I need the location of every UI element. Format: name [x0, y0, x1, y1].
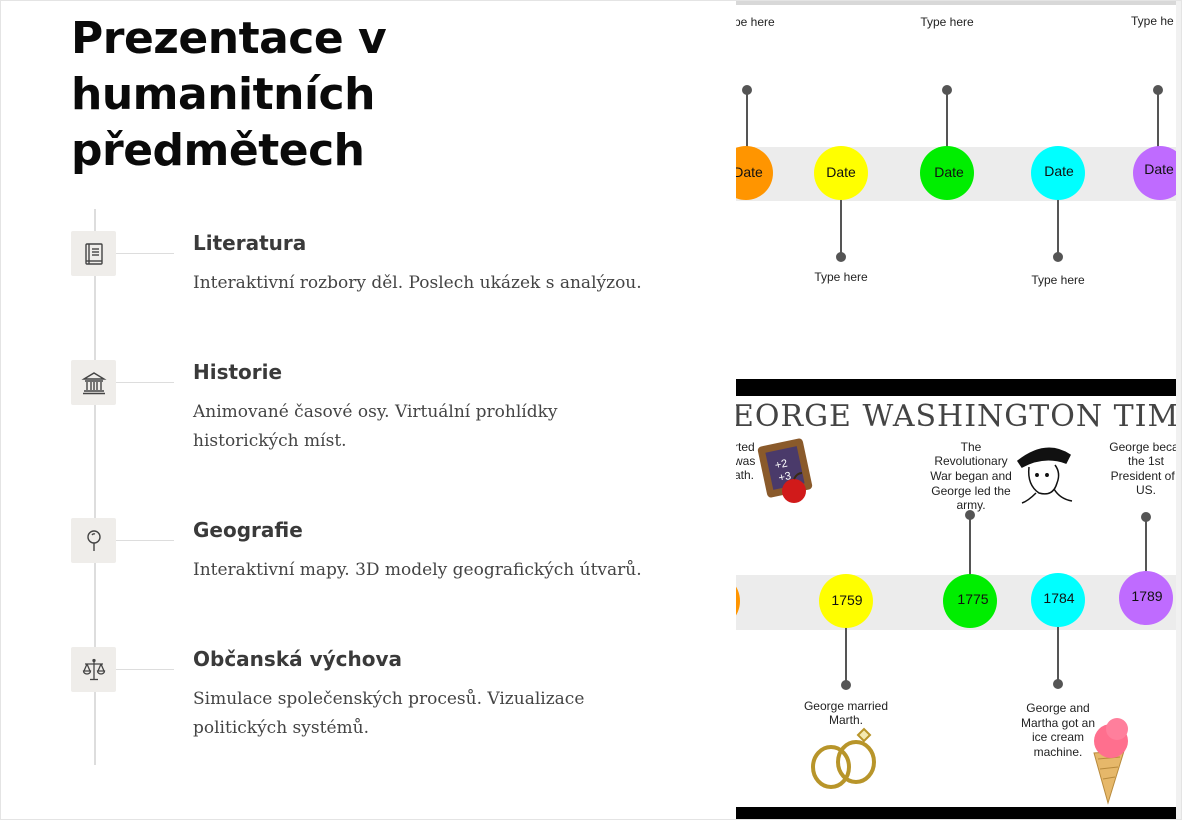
timeline-label-top: Type he	[1131, 14, 1174, 28]
subject-description: Interaktivní mapy. 3D modely geografický…	[193, 560, 642, 580]
event-text-line: the 1st	[1128, 454, 1165, 468]
timeline-label-bottom: Type here	[814, 270, 868, 284]
event-text-line: was	[736, 454, 755, 468]
event-text-line: army.	[956, 498, 985, 512]
museum-icon	[71, 360, 116, 405]
timeline-year-circle	[943, 574, 997, 628]
timeline-date-circle	[814, 146, 868, 200]
item-connector	[116, 253, 174, 254]
timeline-date-label: Date	[1044, 163, 1074, 179]
event-text-line: George becar	[1109, 440, 1176, 454]
event-text-line: President of t	[1111, 469, 1176, 483]
subject-description: Animované časové osy. Virtuální prohlídk…	[193, 402, 558, 451]
event-text-line: George and	[1026, 701, 1089, 715]
event-text-line: Revolutionary	[934, 454, 1007, 468]
event-text-line: rted	[736, 440, 755, 454]
image-top-border	[736, 379, 1176, 396]
timeline-year-circle	[1031, 573, 1085, 627]
timeline-stem-dot	[841, 680, 851, 690]
subject-title: Historie	[193, 360, 283, 384]
event-text-line: ice cream	[1032, 730, 1084, 744]
timeline-year-label: 1775	[957, 591, 988, 607]
timeline-date-label: Date	[736, 164, 763, 180]
event-text-line: The	[961, 440, 982, 454]
svg-text:+2: +2	[774, 458, 789, 472]
ice-cream-cone-icon	[1093, 718, 1128, 805]
subject-title: Geografie	[193, 518, 303, 542]
timeline-label-top: pe here	[736, 15, 775, 29]
item-connector	[116, 382, 174, 383]
map-pin-icon	[71, 518, 116, 563]
timeline-date-circle	[1133, 146, 1176, 200]
timeline-year-circle	[819, 574, 873, 628]
timeline-stem-dot	[1141, 512, 1151, 522]
event-text-line: Martha got an	[1021, 716, 1095, 730]
event-text-line: George married	[804, 699, 888, 713]
timeline-stem-dot	[1053, 252, 1063, 262]
timeline-year-label: 1784	[1043, 590, 1074, 606]
timeline-date-label: Date	[826, 164, 856, 180]
timeline-date-circle	[736, 146, 773, 200]
timeline-date-circle	[920, 146, 974, 200]
event-text-line: US.	[1136, 483, 1156, 497]
washington-heading: EORGE WASHINGTON TIMELIN	[736, 399, 1176, 434]
event-text-line: Marth.	[829, 713, 863, 727]
template-timeline-image: pe here Type here Type he Date Dat	[736, 1, 1176, 319]
vertical-timeline-line	[94, 209, 96, 765]
timeline-stem-dot	[942, 85, 952, 95]
timeline-stem-dot	[836, 252, 846, 262]
title-line-2: humanitních	[71, 69, 375, 120]
timeline-year-label: 1789	[1131, 588, 1162, 604]
title-line-1: Prezentace v	[71, 13, 387, 64]
image-bottom-border	[736, 807, 1176, 819]
timeline-year-circle	[1119, 571, 1173, 625]
event-text-line: machine.	[1034, 745, 1083, 759]
subject-title: Občanská výchova	[193, 647, 403, 671]
timeline-year-circle	[736, 586, 740, 616]
george-washington-portrait-icon	[1016, 447, 1073, 504]
timeline-stem-dot	[1053, 679, 1063, 689]
title-line-3: předmětech	[71, 125, 365, 176]
washington-timeline-image: EORGE WASHINGTON TIMELIN rted was ath. +…	[736, 379, 1176, 819]
heading-remnant	[736, 1, 1176, 5]
event-text-line: War began and	[930, 469, 1012, 483]
timeline-date-label: Date	[1144, 161, 1174, 177]
item-connector	[116, 540, 174, 541]
subject-title: Literatura	[193, 231, 307, 255]
item-connector	[116, 669, 174, 670]
timeline-date-label: Date	[934, 164, 964, 180]
subject-description: Interaktivní rozbory děl. Poslech ukázek…	[193, 273, 642, 293]
timeline-year-label: 1759	[831, 592, 862, 608]
timeline-label-top: Type here	[920, 15, 974, 29]
wedding-rings-icon	[811, 727, 876, 789]
right-edge-strip	[1176, 1, 1181, 819]
book-icon	[71, 231, 116, 276]
event-text-line: George led the	[931, 484, 1011, 498]
page-title: Prezentace v humanitních předmětech	[71, 11, 631, 179]
timeline-stem-dot	[965, 510, 975, 520]
scales-icon	[71, 647, 116, 692]
timeline-stem-dot	[742, 85, 752, 95]
subject-description: Simulace společenských procesů. Vizualiz…	[193, 689, 585, 738]
timeline-label-bottom: Type here	[1031, 273, 1085, 287]
chalkboard-icon: +2 +3	[757, 438, 813, 503]
timeline-stem-dot	[1153, 85, 1163, 95]
event-text-line: ath.	[736, 468, 754, 482]
timeline-date-circle	[1031, 146, 1085, 200]
